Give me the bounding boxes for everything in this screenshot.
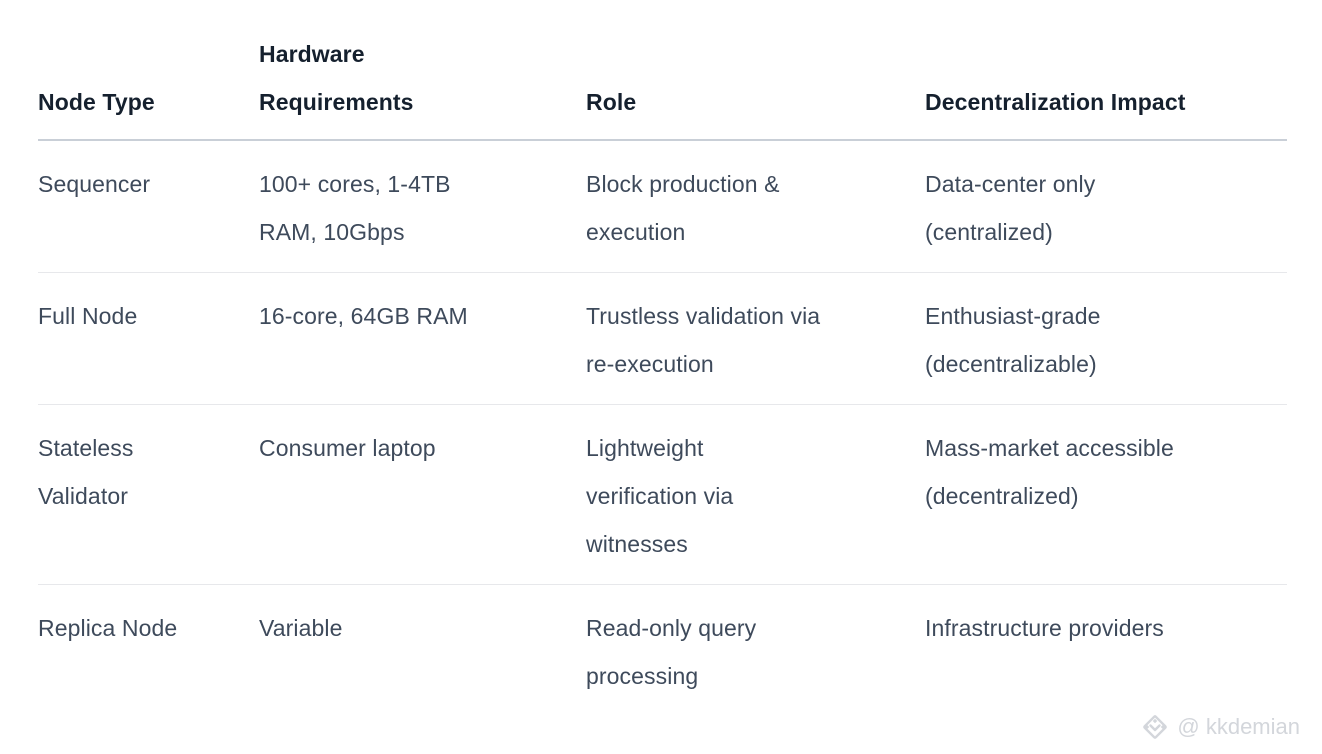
table-row: Stateless Validator Consumer laptop Ligh… <box>38 404 1287 585</box>
cell-impact: Mass-market accessible (decentralized) <box>925 404 1287 585</box>
cell-role: Lightweight verification via witnesses <box>586 404 925 585</box>
header-decentralization-impact: Decentralization Impact <box>925 30 1287 141</box>
header-role: Role <box>586 30 925 141</box>
cell-role: Block production & execution <box>586 140 925 273</box>
table-row: Full Node 16-core, 64GB RAM Trustless va… <box>38 272 1287 405</box>
header-hardware-requirements: Hardware Requirements <box>259 30 586 141</box>
cell-role: Trustless validation via re-execution <box>586 272 925 405</box>
table-row: Sequencer 100+ cores, 1-4TB RAM, 10Gbps … <box>38 140 1287 273</box>
cell-impact: Infrastructure providers <box>925 615 1164 641</box>
node-types-table: Node Type Hardware Requirements Role Dec… <box>38 30 1287 716</box>
watermark-handle: @ kkdemian <box>1177 714 1300 739</box>
cell-hardware: 100+ cores, 1-4TB RAM, 10Gbps <box>259 140 586 273</box>
cell-impact: Enthusiast-grade (decentralizable) <box>925 272 1287 405</box>
table-row: Replica Node Variable Read-only query pr… <box>38 585 1287 717</box>
table-header-row: Node Type Hardware Requirements Role Dec… <box>38 30 1287 141</box>
cell-hardware: Variable <box>259 615 343 641</box>
cell-role: Read-only query processing <box>586 615 757 689</box>
gem-logo-icon <box>1141 713 1169 741</box>
cell-hardware: 16-core, 64GB RAM <box>259 272 586 405</box>
cell-node-type: Replica Node <box>38 615 178 641</box>
watermark: @ kkdemian <box>1141 713 1300 741</box>
cell-hardware: Consumer laptop <box>259 404 586 585</box>
cell-node-type: Stateless Validator <box>38 404 259 585</box>
cell-impact: Data-center only (centralized) <box>925 140 1287 273</box>
header-node-type: Node Type <box>38 30 259 141</box>
cell-node-type: Full Node <box>38 272 259 405</box>
cell-node-type: Sequencer <box>38 140 259 273</box>
